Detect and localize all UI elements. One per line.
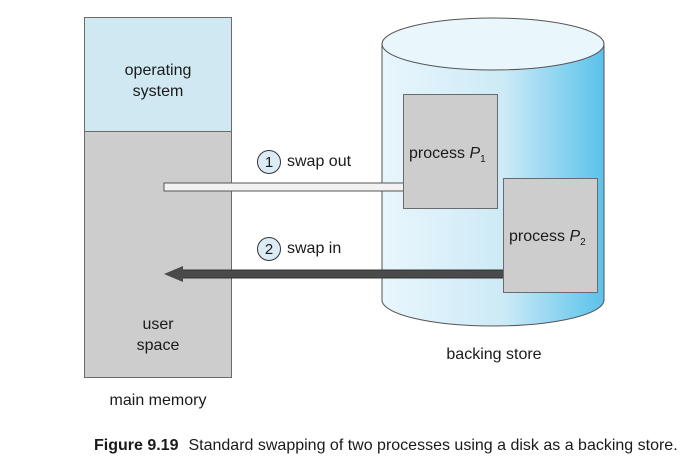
process-p1-name: P [469,145,481,162]
step-label-swap-out: swap out [287,153,352,170]
disk-top [381,17,605,71]
main-memory-label: main memory [109,392,207,409]
caption-text: Standard swapping of two processes using… [188,437,678,454]
process-p2-subscript: 2 [580,237,586,249]
process-p2-prefix: process [509,228,570,245]
process-p1-subscript: 1 [480,154,486,166]
operating-system-region: operating system [84,17,232,132]
user-space-region: user space [84,131,232,378]
user-space-label-line1: user [142,316,174,333]
process-p1-prefix: process [409,145,470,162]
process-p2-name: P [569,228,581,245]
step-label-swap-in: swap in [287,240,342,257]
backing-store-label: backing store [446,346,542,363]
process-p1-box: process P1 [403,94,498,209]
os-label-line2: system [132,83,184,100]
user-space-label-line2: space [136,337,180,354]
os-label-line1: operating [124,62,192,79]
step-number-1: 1 [257,150,281,174]
step-number-2: 2 [257,237,281,261]
process-p2-box: process P2 [503,178,598,293]
figure-caption: Figure 9.19 Standard swapping of two proc… [94,437,678,455]
step-swap-in: 2 swap in [257,237,341,261]
figure-number: Figure 9.19 [94,437,179,454]
step-swap-out: 1 swap out [257,150,351,174]
